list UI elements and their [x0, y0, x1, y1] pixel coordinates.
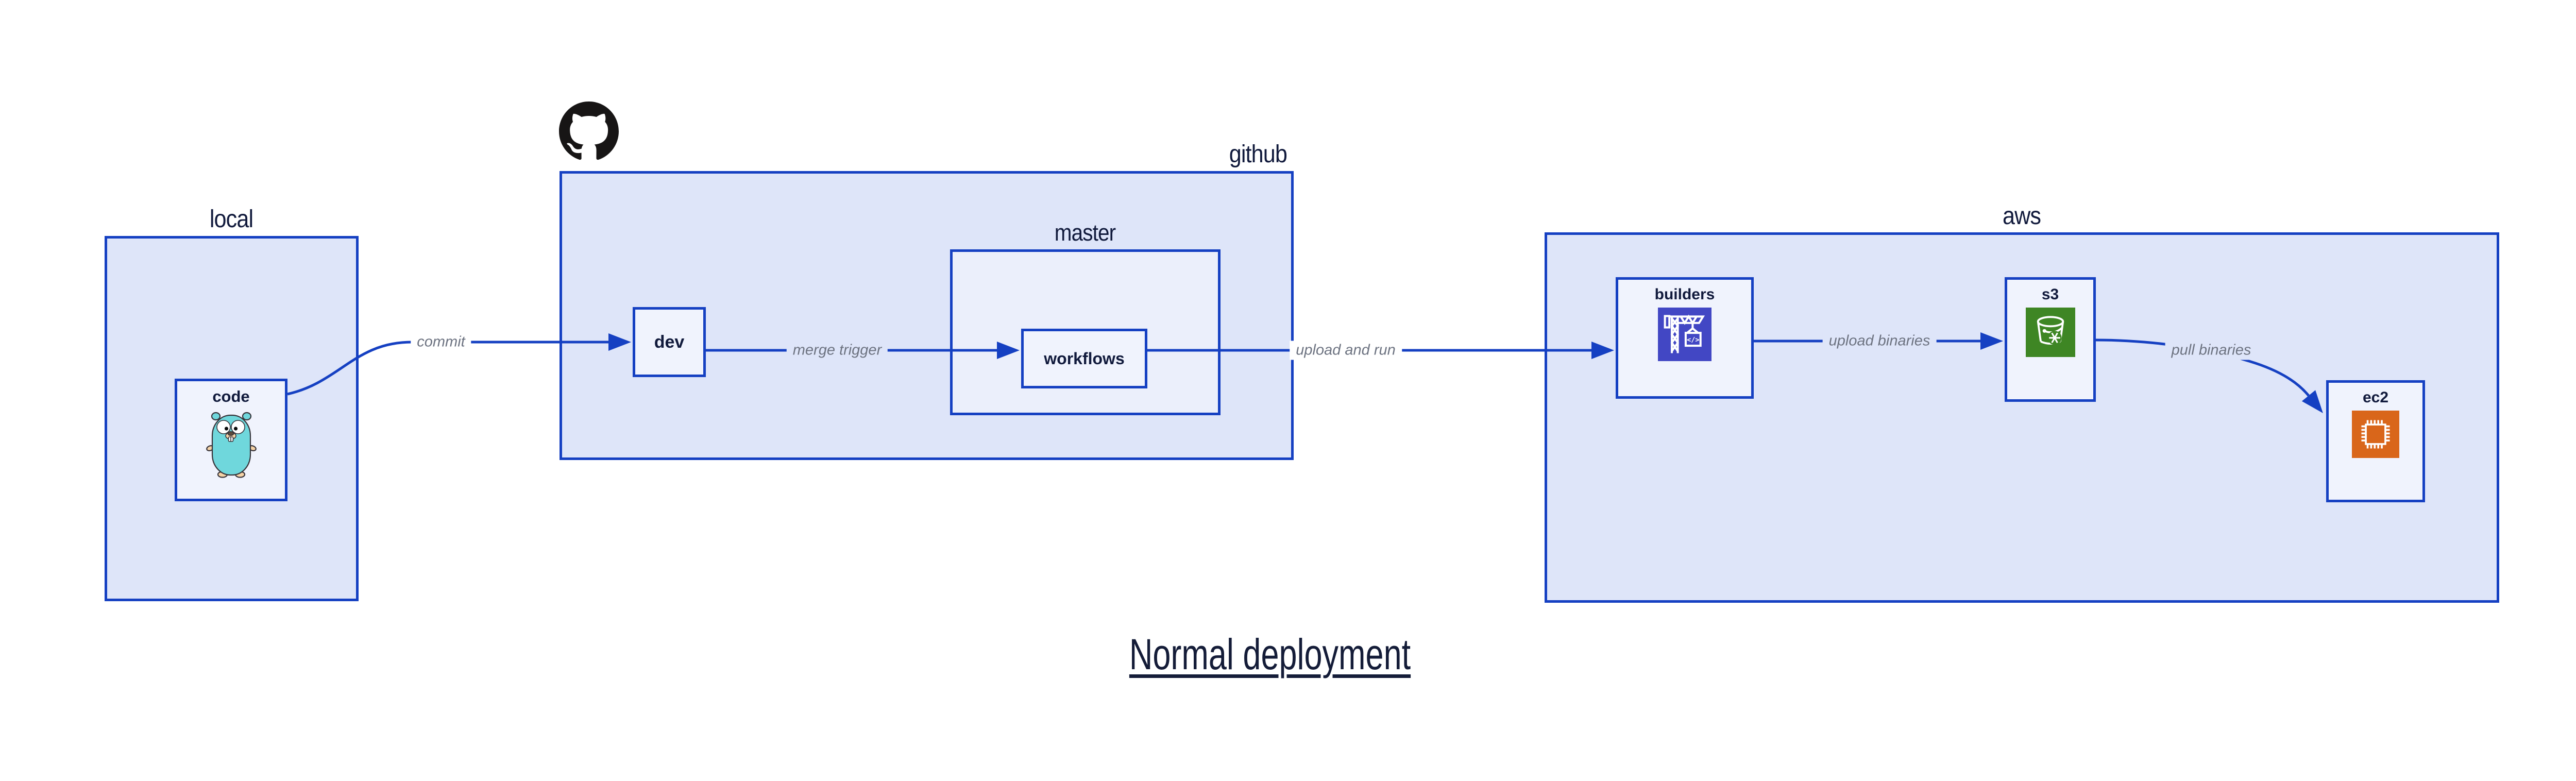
group-aws-label: aws	[2002, 202, 2041, 230]
group-local-label: local	[209, 206, 253, 233]
s3-tile	[2025, 308, 2075, 357]
node-builders: builders </>	[1616, 277, 1754, 399]
node-builders-label: builders	[1654, 286, 1715, 303]
edge-commit-line	[287, 333, 631, 396]
node-ec2: ec2	[2326, 380, 2425, 502]
edge-pull-binaries-label: pull binaries	[2165, 341, 2258, 360]
github-octocat-icon	[559, 101, 619, 160]
node-dev-label: dev	[654, 332, 685, 352]
node-s3-label: s3	[2041, 286, 2059, 303]
go-gopher-icon	[206, 412, 257, 478]
node-ec2-label: ec2	[2362, 389, 2389, 406]
node-s3: s3	[2005, 277, 2096, 402]
edge-commit-label: commit	[411, 332, 471, 352]
node-workflows: workflows	[1021, 329, 1147, 388]
edge-merge-trigger-label: merge trigger	[786, 341, 888, 360]
group-master-label: master	[1054, 219, 1116, 246]
group-github-label: github	[1229, 141, 1287, 168]
edge-upload-and-run-label: upload and run	[1290, 341, 1402, 360]
ec2-chip-icon	[2361, 420, 2390, 449]
ec2-tile	[2352, 411, 2399, 458]
codebuild-tile: </>	[1658, 308, 1711, 361]
s3-bucket-icon	[2037, 316, 2064, 345]
svg-text:</>: </>	[1687, 336, 1699, 344]
diagram-title: Normal deployment	[1129, 630, 1411, 678]
codebuild-crane-icon: </>	[1664, 314, 1705, 353]
node-code-label: code	[212, 387, 250, 405]
node-workflows-label: workflows	[1044, 349, 1125, 368]
node-code: code	[175, 379, 287, 501]
node-dev: dev	[633, 307, 706, 377]
edge-upload-binaries-label: upload binaries	[1822, 331, 1937, 351]
